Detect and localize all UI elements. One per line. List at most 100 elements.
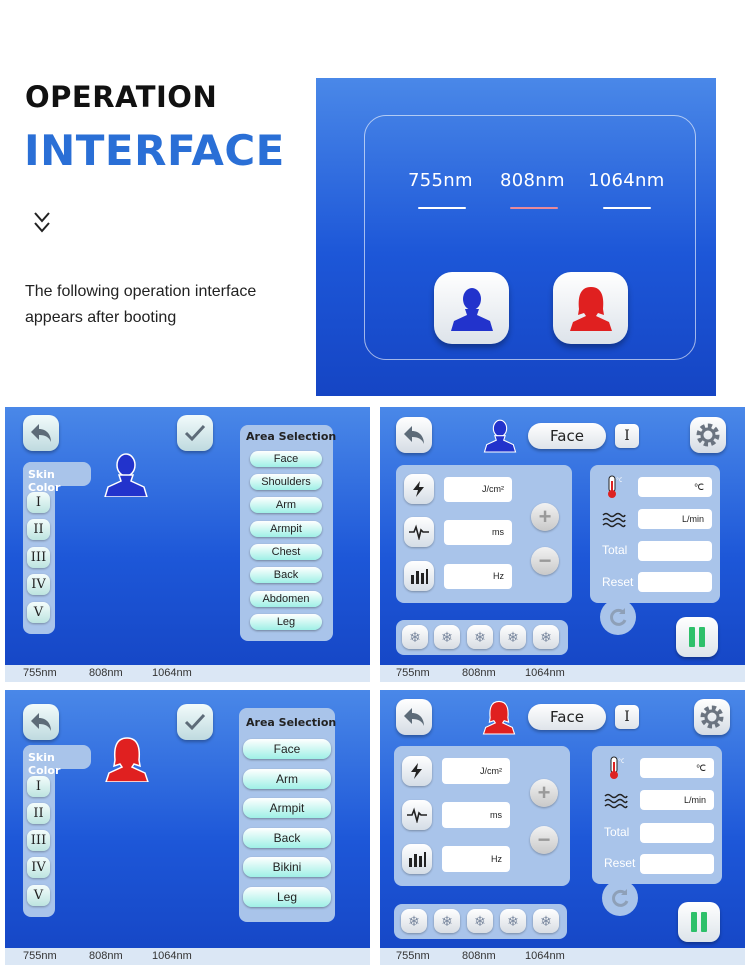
decrease-button[interactable]: − (531, 547, 559, 575)
status-755[interactable]: 755nm (396, 950, 430, 962)
water-flow-field[interactable]: L/min (640, 790, 714, 810)
skin-type-ii[interactable]: II (27, 803, 50, 824)
frequency-field[interactable]: Hz (444, 564, 512, 589)
status-808[interactable]: 808nm (462, 667, 496, 679)
cooling-level-2[interactable]: ❄ (434, 909, 460, 933)
pulse-width-button[interactable] (402, 800, 432, 830)
area-face[interactable]: Face (243, 739, 331, 759)
area-armpit[interactable]: Armpit (243, 798, 331, 818)
area-leg[interactable]: Leg (250, 614, 322, 630)
area-shoulders[interactable]: Shoulders (250, 474, 322, 490)
status-808[interactable]: 808nm (89, 950, 123, 962)
settings-button[interactable] (690, 417, 726, 453)
intro-line-1: The following operation interface (25, 283, 257, 300)
temperature-field[interactable]: ℃ (640, 758, 714, 778)
increase-button[interactable]: + (530, 779, 558, 807)
area-chest[interactable]: Chest (250, 544, 322, 560)
area-leg[interactable]: Leg (243, 887, 331, 907)
male-button[interactable] (434, 272, 509, 344)
skin-type-i[interactable]: I (27, 776, 50, 797)
area-face[interactable]: Face (250, 451, 322, 467)
energy-field[interactable]: J/cm² (442, 758, 510, 784)
status-1064[interactable]: 1064nm (152, 950, 192, 962)
area-abdomen[interactable]: Abdomen (250, 591, 322, 607)
selected-skin-type[interactable]: I (615, 424, 639, 448)
status-1064[interactable]: 1064nm (525, 667, 565, 679)
intro-line-2: appears after booting (25, 309, 177, 326)
back-button[interactable] (23, 704, 59, 740)
frequency-field[interactable]: Hz (442, 846, 510, 872)
water-flow-field[interactable]: L/min (638, 509, 712, 529)
increase-button[interactable]: + (531, 503, 559, 531)
selected-area[interactable]: Face (528, 704, 606, 730)
pulse-width-field[interactable]: ms (444, 520, 512, 545)
cooling-level-5[interactable]: ❄ (533, 909, 559, 933)
status-1064[interactable]: 1064nm (525, 950, 565, 962)
back-button[interactable] (396, 417, 432, 453)
cooling-level-3[interactable]: ❄ (467, 625, 493, 649)
frequency-button[interactable] (402, 844, 432, 874)
status-1064[interactable]: 1064nm (152, 667, 192, 679)
status-755[interactable]: 755nm (23, 950, 57, 962)
water-flow-icon (604, 793, 628, 809)
reset-counter-button[interactable] (602, 880, 638, 916)
back-button[interactable] (23, 415, 59, 451)
skin-type-v[interactable]: V (27, 885, 50, 906)
settings-button[interactable] (694, 699, 730, 735)
selected-skin-type[interactable]: I (615, 705, 639, 729)
heading-operation: OPERATION (25, 80, 218, 114)
cooling-level-2[interactable]: ❄ (434, 625, 460, 649)
area-selection-box: Area Selection Face Arm Armpit Back Biki… (239, 708, 336, 922)
reset-field[interactable] (640, 854, 714, 874)
energy-button[interactable] (404, 474, 434, 504)
skin-type-i[interactable]: I (27, 492, 50, 513)
pause-button[interactable] (676, 617, 718, 657)
selected-area[interactable]: Face (528, 423, 606, 449)
minus-icon: − (537, 827, 551, 852)
reset-counter-button[interactable] (600, 599, 636, 635)
total-field[interactable] (640, 823, 714, 843)
area-armpit[interactable]: Armpit (250, 521, 322, 537)
skin-type-ii[interactable]: II (27, 519, 50, 540)
pause-button[interactable] (678, 902, 720, 942)
status-808[interactable]: 808nm (89, 667, 123, 679)
area-arm[interactable]: Arm (250, 497, 322, 513)
total-field[interactable] (638, 541, 712, 561)
wavelength-1064[interactable]: 1064nm (588, 170, 665, 191)
cooling-level-4[interactable]: ❄ (500, 625, 526, 649)
cooling-level-3[interactable]: ❄ (467, 909, 493, 933)
area-bikini[interactable]: Bikini (243, 857, 331, 877)
male-icon (483, 419, 517, 453)
area-back[interactable]: Back (243, 828, 331, 848)
skin-type-v[interactable]: V (27, 602, 50, 623)
confirm-button[interactable] (177, 415, 213, 451)
frequency-button[interactable] (404, 561, 434, 591)
wavelength-755[interactable]: 755nm (408, 170, 473, 191)
energy-button[interactable] (402, 756, 432, 786)
pulse-width-field[interactable]: ms (442, 802, 510, 828)
area-arm[interactable]: Arm (243, 769, 331, 789)
skin-type-iii[interactable]: III (27, 830, 50, 851)
reset-field[interactable] (638, 572, 712, 592)
wavelength-808[interactable]: 808nm (500, 170, 565, 191)
skin-type-iv[interactable]: IV (27, 857, 50, 878)
back-button[interactable] (396, 699, 432, 735)
female-button[interactable] (553, 272, 628, 344)
status-755[interactable]: 755nm (396, 667, 430, 679)
confirm-button[interactable] (177, 704, 213, 740)
pulse-width-button[interactable] (404, 517, 434, 547)
cooling-level-1[interactable]: ❄ (401, 909, 427, 933)
status-755[interactable]: 755nm (23, 667, 57, 679)
status-box: °C ℃ L/min Total Reset (592, 746, 722, 884)
area-back[interactable]: Back (250, 567, 322, 583)
decrease-button[interactable]: − (530, 826, 558, 854)
skin-type-iv[interactable]: IV (27, 574, 50, 595)
cooling-level-1[interactable]: ❄ (402, 625, 428, 649)
cooling-level-4[interactable]: ❄ (500, 909, 526, 933)
area-selection-box: Area Selection Face Shoulders Arm Armpit… (240, 425, 336, 641)
temperature-field[interactable]: ℃ (638, 477, 712, 497)
status-808[interactable]: 808nm (462, 950, 496, 962)
energy-field[interactable]: J/cm² (444, 477, 512, 502)
cooling-level-5[interactable]: ❄ (533, 625, 559, 649)
skin-type-iii[interactable]: III (27, 547, 50, 568)
